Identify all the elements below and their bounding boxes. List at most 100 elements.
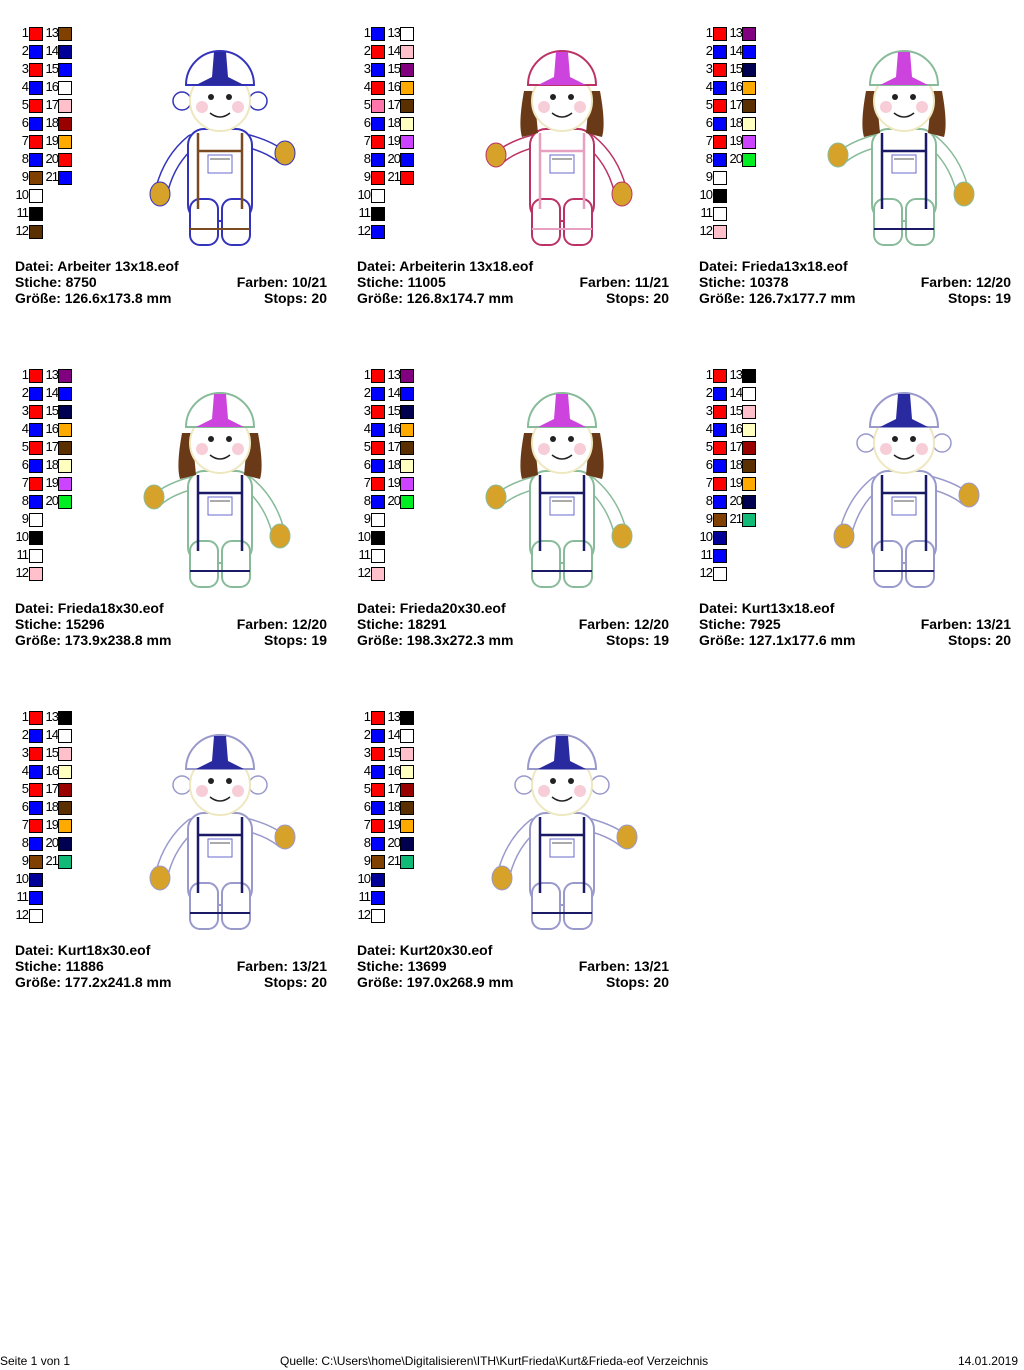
stitch-count: Stiche: 7925 (699, 616, 781, 632)
color-swatch (371, 189, 385, 203)
color-swatch (713, 387, 727, 401)
color-number: 18 (387, 799, 401, 814)
color-number: 4 (21, 79, 29, 94)
color-swatch-row: 19 (684, 475, 774, 491)
glove-left (149, 865, 171, 891)
color-swatch-row: 9 (684, 511, 774, 527)
color-swatch-row: 6 (0, 115, 90, 131)
color-swatch (371, 819, 385, 833)
color-swatch-row: 6 (342, 457, 432, 473)
color-number: 7 (21, 133, 29, 148)
color-swatch (371, 423, 385, 437)
color-number: 8 (21, 151, 29, 166)
color-swatch (29, 819, 43, 833)
color-number: 5 (21, 97, 29, 112)
color-swatch (58, 441, 72, 455)
color-swatch (29, 207, 43, 221)
color-swatch (371, 99, 385, 113)
stitch-count: Stiche: 8750 (15, 274, 97, 290)
color-number: 11 (16, 547, 30, 562)
color-swatch (400, 27, 414, 41)
color-number: 19 (45, 133, 59, 148)
color-swatch (400, 45, 414, 59)
color-number: 15 (387, 745, 401, 760)
color-number: 20 (387, 151, 401, 166)
color-number: 9 (705, 169, 713, 184)
color-swatch-row: 4 (684, 421, 774, 437)
color-swatch (29, 99, 43, 113)
color-swatch-row: 2 (0, 727, 90, 743)
color-number: 16 (387, 763, 401, 778)
file-name: Datei: Frieda20x30.eof (357, 600, 506, 616)
color-swatch-row: 19 (0, 817, 90, 833)
color-number: 12 (15, 223, 29, 238)
color-swatch (371, 909, 385, 923)
color-number: 20 (729, 493, 743, 508)
color-swatch (29, 837, 43, 851)
color-swatch (58, 459, 72, 473)
color-swatch (400, 747, 414, 761)
color-swatch (400, 63, 414, 77)
file-name: Datei: Frieda18x30.eof (15, 600, 164, 616)
color-number: 12 (15, 565, 29, 580)
glove-left (485, 484, 507, 510)
color-swatch (371, 495, 385, 509)
color-swatch (371, 549, 385, 563)
color-swatch-row: 18 (342, 457, 432, 473)
embroidery-preview-image (477, 713, 647, 938)
color-count: Farben: 12/20 (920, 274, 1011, 290)
color-swatch-row: 8 (684, 493, 774, 509)
color-swatch-row: 1 (342, 25, 432, 41)
color-swatch-row: 20 (0, 493, 90, 509)
stitch-count: Stiche: 11886 (15, 958, 104, 974)
color-swatch (742, 117, 756, 131)
color-swatch-row: 15 (0, 403, 90, 419)
color-swatch (29, 423, 43, 437)
stop-count: Stops: 19 (605, 632, 669, 648)
glove-left (491, 865, 513, 891)
color-swatch (742, 513, 756, 527)
color-number: 4 (705, 421, 713, 436)
color-swatch-row: 17 (342, 439, 432, 455)
color-swatch (58, 819, 72, 833)
color-number: 12 (699, 223, 713, 238)
color-swatch-row: 3 (342, 745, 432, 761)
color-number: 3 (363, 61, 371, 76)
color-swatch-row: 21 (342, 853, 432, 869)
color-swatch (29, 117, 43, 131)
color-swatch (29, 855, 43, 869)
color-swatch (371, 783, 385, 797)
stop-count: Stops: 19 (947, 290, 1011, 306)
design-size: Größe: 173.9x238.8 mm (15, 632, 172, 648)
color-swatch-row: 10 (342, 187, 432, 203)
color-swatch-row: 12 (342, 565, 432, 581)
color-swatch-row: 4 (0, 79, 90, 95)
color-swatch-row: 18 (0, 115, 90, 131)
color-swatch (29, 369, 43, 383)
footer-date: 14.01.2019 (957, 1354, 1018, 1368)
color-swatch (742, 405, 756, 419)
color-swatch (713, 99, 727, 113)
color-swatch (29, 873, 43, 887)
color-number: 12 (357, 223, 371, 238)
color-swatch-row: 9 (684, 169, 774, 185)
color-swatch-row: 11 (0, 547, 90, 563)
color-swatch (29, 729, 43, 743)
color-number: 9 (363, 511, 371, 526)
color-swatch (371, 567, 385, 581)
color-number: 15 (387, 61, 401, 76)
glove-right (958, 482, 980, 508)
color-swatch-row: 7 (0, 133, 90, 149)
color-swatch (371, 369, 385, 383)
color-swatch-row: 2 (0, 43, 90, 59)
color-swatch (713, 423, 727, 437)
color-swatch-row: 5 (342, 781, 432, 797)
color-swatch (742, 369, 756, 383)
color-number: 17 (729, 97, 743, 112)
color-number: 11 (358, 205, 372, 220)
color-swatch-row: 1 (0, 25, 90, 41)
color-number: 7 (21, 475, 29, 490)
color-swatch (58, 153, 72, 167)
color-number: 9 (705, 511, 713, 526)
color-swatch-row: 6 (684, 115, 774, 131)
